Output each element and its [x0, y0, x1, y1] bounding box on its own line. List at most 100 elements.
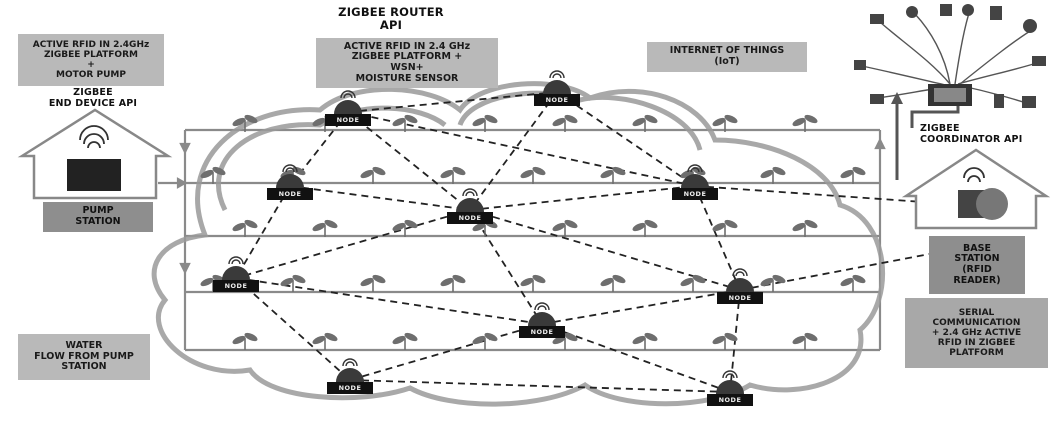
iot-box: INTERNET OF THINGS (IoT) [647, 42, 807, 72]
plant-icon [760, 274, 786, 292]
irrigation-pipes [158, 128, 886, 352]
signal-icon [963, 167, 985, 183]
end-device-description-box: ACTIVE RFID IN 2.4GHz ZIGBEE PLATFORM + … [18, 34, 164, 86]
signal-icon [340, 90, 356, 98]
plant-icon [520, 274, 546, 292]
node-label: NODE [534, 94, 580, 106]
plant-icon [232, 114, 258, 132]
signal-icon [687, 164, 703, 172]
node-label: NODE [447, 212, 493, 224]
wireless-link [235, 277, 543, 325]
end-device-title: ZIGBEE END DEVICE API [48, 87, 138, 109]
plant-icon [760, 166, 786, 184]
node-label: NODE [717, 292, 763, 304]
plant-icon [840, 274, 866, 292]
plant-icon [392, 332, 418, 350]
wireless-link [235, 277, 351, 381]
plant-icon [552, 219, 578, 237]
signal-icon [342, 358, 358, 366]
plant-icon [392, 219, 418, 237]
crop-plants [200, 114, 866, 350]
plant-icon [472, 332, 498, 350]
base-station-box: BASE STATION (RFID READER) [929, 236, 1025, 294]
plant-icon [600, 166, 626, 184]
node-label: NODE [325, 114, 371, 126]
plant-icon [360, 166, 386, 184]
plant-icon [712, 332, 738, 350]
wireless-link [694, 185, 741, 291]
plant-icon [360, 274, 386, 292]
router-description-box: ACTIVE RFID IN 2.4 GHz ZIGBEE PLATFORM +… [316, 38, 498, 88]
plant-icon [520, 166, 546, 184]
plant-icon [312, 219, 338, 237]
motor-pump-device [67, 159, 121, 191]
node-label: NODE [267, 188, 313, 200]
plant-icon [440, 274, 466, 292]
wireless-link [347, 91, 558, 113]
signal-icon [79, 125, 109, 149]
node-sensor-dome [681, 174, 709, 190]
signal-icon [722, 370, 738, 378]
plant-icon [632, 219, 658, 237]
plant-icon [712, 114, 738, 132]
node-sensor-dome [222, 266, 250, 282]
signal-icon [549, 70, 565, 78]
plant-icon [472, 114, 498, 132]
wireless-link [556, 91, 696, 187]
rfid-reader-device [958, 188, 1008, 220]
wireless-link [541, 289, 741, 325]
signal-icon [534, 302, 550, 310]
node-label: NODE [519, 326, 565, 338]
signal-icon [282, 164, 298, 172]
serial-communication-box: SERIAL COMMUNICATION + 2.4 GHz ACTIVE RF… [905, 298, 1048, 368]
node-sensor-dome [456, 198, 484, 214]
plant-icon [200, 166, 226, 184]
plant-icon [552, 114, 578, 132]
pump-station-box: PUMP STATION [43, 202, 153, 232]
plant-icon [232, 219, 258, 237]
wireless-link [541, 323, 731, 393]
node-sensor-dome [276, 174, 304, 190]
wireless-link [349, 323, 543, 381]
wireless-link [289, 185, 471, 211]
plant-icon [440, 166, 466, 184]
wireless-link [694, 185, 953, 205]
plant-icon [312, 332, 338, 350]
node-label: NODE [707, 394, 753, 406]
node-sensor-dome [528, 312, 556, 328]
signal-icon [462, 188, 478, 196]
wireless-link [235, 185, 291, 279]
wireless-link [469, 185, 696, 211]
wireless-links [235, 91, 953, 393]
plant-icon [712, 219, 738, 237]
node-sensor-dome [336, 368, 364, 384]
plant-icon [792, 332, 818, 350]
node-sensor-dome [726, 278, 754, 294]
plant-icon [632, 332, 658, 350]
node-sensor-dome [334, 100, 362, 116]
plant-icon [632, 114, 658, 132]
node-label: NODE [672, 188, 718, 200]
signal-icon [732, 268, 748, 276]
signal-icon [228, 256, 244, 264]
wireless-link [739, 251, 941, 291]
node-sensor-dome [543, 80, 571, 96]
plant-icon [840, 166, 866, 184]
plant-icon [792, 114, 818, 132]
node-label: NODE [213, 280, 259, 292]
coordinator-title: ZIGBEE COORDINATOR API [920, 123, 1023, 145]
node-sensor-dome [716, 380, 744, 396]
coordinator-house [901, 148, 1051, 230]
iot-devices-graphic [854, 4, 1046, 108]
wireless-link [469, 91, 558, 211]
wireless-link [235, 209, 471, 279]
node-label: NODE [327, 382, 373, 394]
plant-icon [680, 274, 706, 292]
router-title: ZIGBEE ROUTER API [338, 5, 444, 32]
plant-icon [392, 114, 418, 132]
plant-icon [232, 332, 258, 350]
plant-icon [600, 274, 626, 292]
wireless-link [469, 209, 543, 325]
